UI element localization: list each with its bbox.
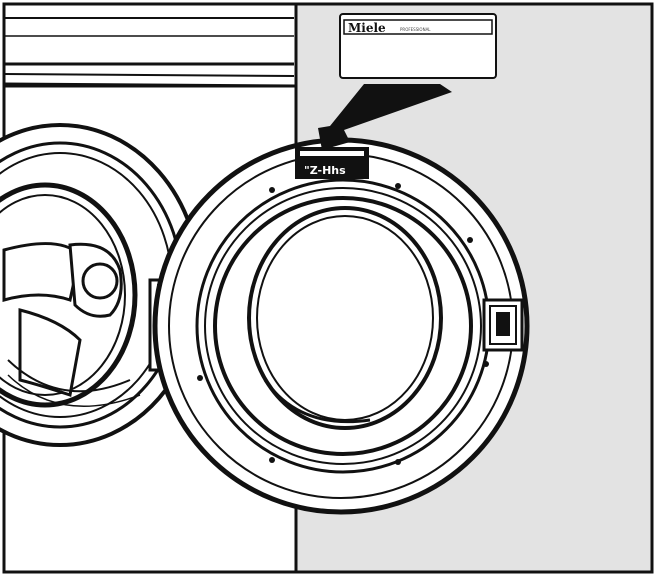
door-screw [395, 459, 401, 465]
data-plate-text: "Z-Hhs [304, 164, 346, 177]
door-screw [467, 237, 473, 243]
door-screw [269, 187, 275, 193]
brand-label-box: Miele PROFESSIONAL [339, 13, 497, 79]
door [152, 137, 530, 515]
door-latch [482, 298, 524, 352]
door-screw [395, 183, 401, 189]
door-glass [247, 206, 443, 430]
brand-logo-text: Miele [348, 21, 386, 35]
cabinet-left-top [2, 2, 298, 88]
door-screw [483, 361, 489, 367]
drum-hub [81, 262, 119, 300]
callout-arrow [318, 84, 452, 150]
brand-subline: PROFESSIONAL [400, 27, 431, 32]
data-plate: "Z-Hhs [295, 147, 369, 179]
door-screw [269, 457, 275, 463]
drum-opening [0, 123, 202, 447]
door-screw [197, 375, 203, 381]
